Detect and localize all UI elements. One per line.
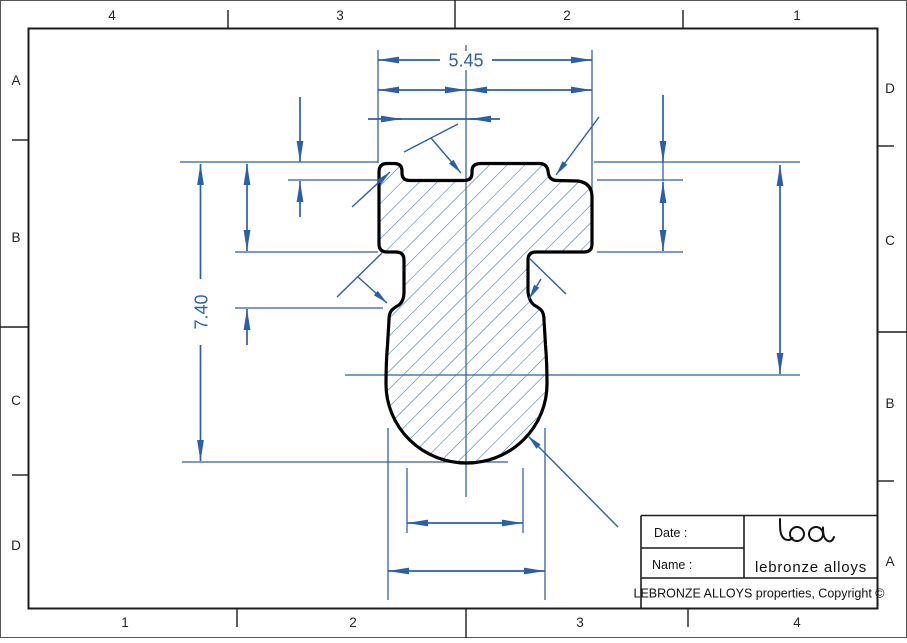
height-dimension-label: 7.40 <box>192 294 212 329</box>
grid-label-bottom-0: 1 <box>121 615 129 630</box>
height-dim-label-mask <box>191 279 210 345</box>
grid-label-bottom-2: 3 <box>576 615 584 630</box>
grid-label-right-2: B <box>885 396 894 411</box>
profile-cross-section <box>377 161 594 465</box>
grid-label-left-3: D <box>11 538 21 553</box>
sheet-inner-frame <box>27 27 879 610</box>
width-dim-label-mask <box>440 51 492 70</box>
date-label: Date : <box>654 526 687 540</box>
radius-leaders <box>336 116 619 528</box>
grid-label-right-3: A <box>885 554 894 569</box>
grid-label-left-1: B <box>11 230 20 245</box>
grid-label-bottom-1: 2 <box>349 615 357 630</box>
title-block: Date : Name : lebronze alloys LEBRONZE A… <box>634 514 886 609</box>
copyright-note: LEBRONZE ALLOYS properties, Copyright © <box>634 587 886 601</box>
lebronze-alloys-logo-mark <box>779 518 835 543</box>
grid-reference-labels: 4 3 2 1 1 2 3 4 A B C D D C B A <box>11 8 895 630</box>
name-label: Name : <box>652 558 692 572</box>
grid-label-left-2: C <box>11 393 21 408</box>
grid-label-top-1: 3 <box>336 8 344 23</box>
brand-name: lebronze alloys <box>755 559 867 576</box>
grid-label-bottom-3: 4 <box>793 615 801 630</box>
grid-label-right-1: C <box>885 233 895 248</box>
grid-label-left-0: A <box>11 73 20 88</box>
grid-label-top-0: 4 <box>108 8 116 23</box>
width-dimension-label: 5.45 <box>448 51 483 71</box>
grid-label-top-3: 1 <box>793 8 801 23</box>
grid-label-top-2: 2 <box>563 8 571 23</box>
grid-label-right-0: D <box>885 81 895 96</box>
